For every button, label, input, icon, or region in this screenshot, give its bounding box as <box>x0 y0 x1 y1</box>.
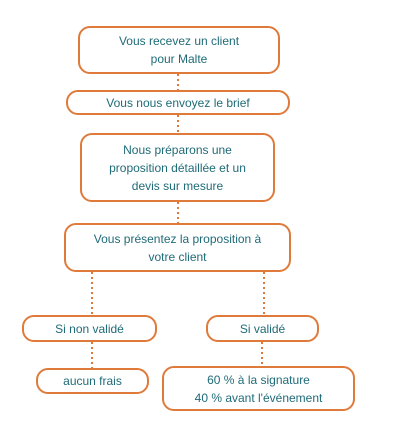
step-receive-client: Vous recevez un client pour Malte <box>78 26 280 74</box>
step-send-brief-label: Vous nous envoyez le brief <box>106 95 250 110</box>
step-present-proposal: Vous présentez la proposition à votre cl… <box>64 223 291 272</box>
branch-not-validated-label: Si non validé <box>55 321 124 336</box>
branch-validated: Si validé <box>206 315 319 342</box>
step-prepare-proposal: Nous préparons une proposition détaillée… <box>80 133 275 202</box>
step-receive-client-label: Vous recevez un client pour Malte <box>118 34 240 66</box>
branch-not-validated: Si non validé <box>22 315 157 342</box>
outcome-no-fees: aucun frais <box>36 368 149 394</box>
step-present-proposal-label: Vous présentez la proposition à votre cl… <box>93 231 262 264</box>
branch-validated-label: Si validé <box>239 321 286 336</box>
step-prepare-proposal-label: Nous préparons une proposition détaillée… <box>109 142 246 193</box>
step-send-brief: Vous nous envoyez le brief <box>66 90 290 115</box>
outcome-no-fees-label: aucun frais <box>63 374 122 388</box>
outcome-payment-terms: 60 % à la signature 40 % avant l'événeme… <box>162 366 355 411</box>
outcome-payment-terms-label: 60 % à la signature 40 % avant l'événeme… <box>194 372 323 405</box>
